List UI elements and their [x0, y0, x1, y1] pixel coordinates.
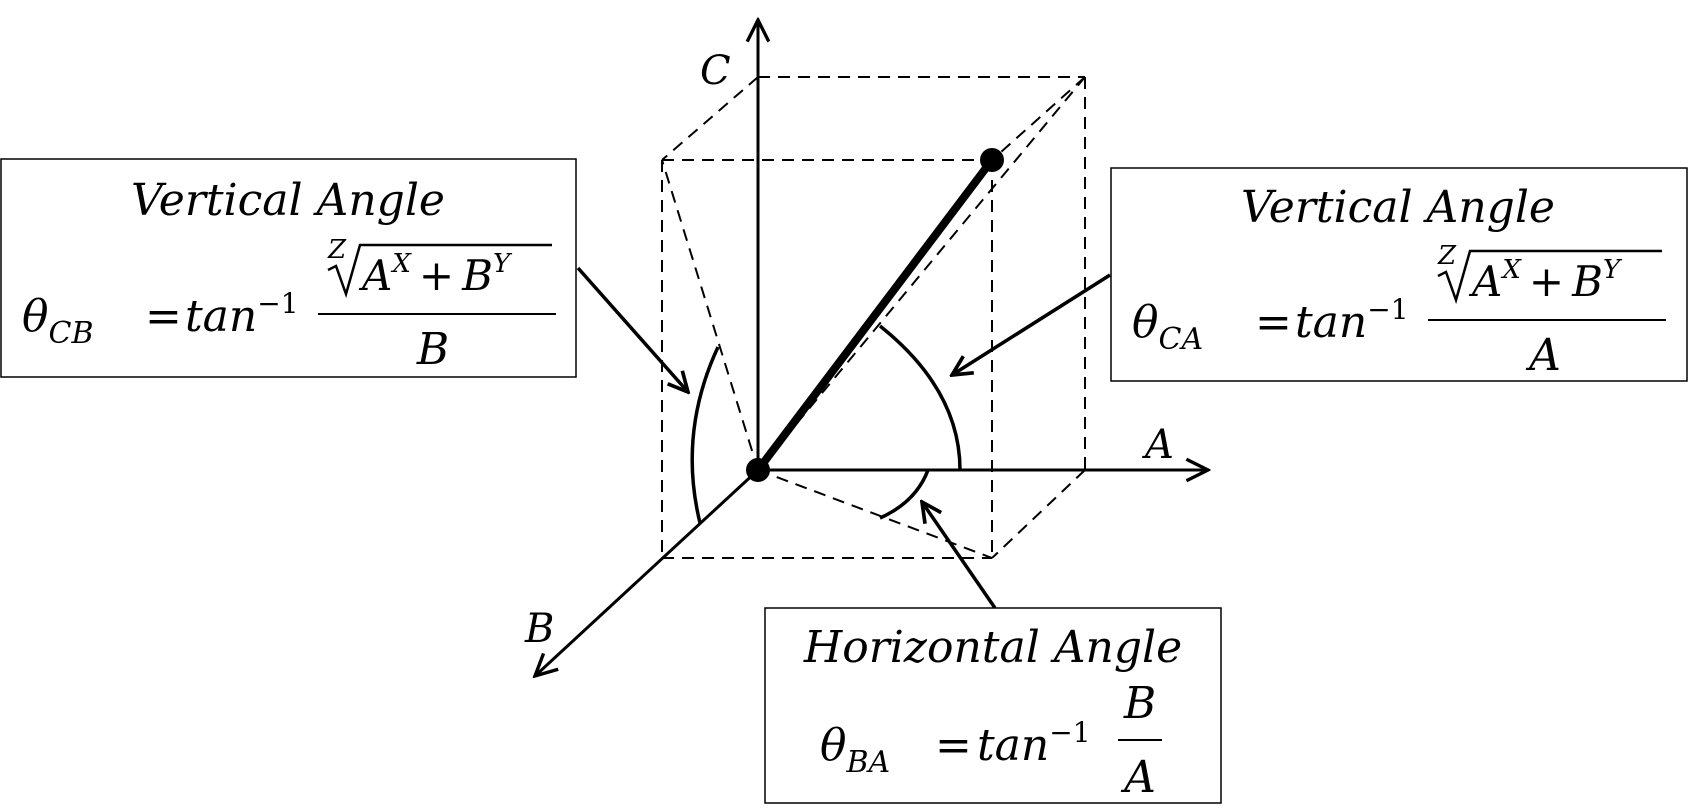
equation-ca-root-index: Z: [1437, 241, 1457, 271]
arc-theta-cb: [690, 346, 720, 524]
equation-box-vertical-ca: Vertical Angle θCA = tan−1 Z AX+BY A: [1110, 167, 1688, 382]
equation-cb-function: tan−1: [185, 287, 299, 342]
equation-ba-equals: =: [935, 720, 972, 771]
pointer-ba: [922, 502, 997, 609]
equation-cb-denominator: B: [416, 324, 449, 375]
equation-cb-numerator: AX+BY: [358, 249, 513, 300]
dashed-box: [661, 76, 1086, 559]
origin-point: [746, 458, 770, 482]
equation-cb-lhs: θCB: [22, 291, 94, 351]
equation-ba-function: tan−1: [977, 716, 1091, 771]
equation-box-ba-frame: [764, 607, 1222, 804]
projection-diagonal: [757, 76, 1086, 471]
box-edge-top-left: [661, 76, 759, 161]
equation-box-cb-frame: [0, 158, 577, 378]
equation-ca-radical: [1437, 249, 1662, 305]
vector-endpoint: [980, 148, 1004, 172]
equation-cb-equals: =: [145, 291, 182, 342]
box-edge-bottom-right: [991, 469, 1086, 559]
equation-ca-equals: =: [1255, 297, 1292, 348]
equation-ba-title: Horizontal Angle: [803, 622, 1182, 673]
equation-box-horizontal-ba: Horizontal Angle θBA = tan−1 B A: [764, 607, 1222, 804]
arc-theta-ca: [878, 324, 962, 471]
axis-a-label: A: [1141, 422, 1174, 468]
equation-ca-denominator: A: [1525, 330, 1561, 381]
equation-ca-numerator: AX+BY: [1468, 255, 1623, 306]
axis-b: [535, 468, 760, 676]
box-edge-top-right: [991, 76, 1086, 161]
pointer-ca: [952, 273, 1111, 375]
equation-ba-denominator: A: [1120, 752, 1156, 803]
equation-ca-function: tan−1: [1295, 293, 1409, 348]
equation-box-ca-frame: [1110, 167, 1688, 382]
equation-ba-lhs: θBA: [820, 720, 890, 780]
projection-cb: [661, 159, 759, 471]
pointer-cb: [576, 266, 688, 392]
equation-cb-root-index: Z: [327, 235, 347, 265]
axis-b-label: B: [524, 606, 554, 652]
equation-ba-numerator: B: [1123, 678, 1156, 729]
projection-ba: [757, 469, 993, 559]
equation-box-vertical-cb: Vertical Angle θCB = tan−1 Z AX+BY B: [0, 158, 577, 378]
equation-ca-lhs: θCA: [1132, 297, 1203, 357]
equation-cb-radical: [327, 243, 552, 299]
axis-c-label: C: [700, 48, 731, 94]
vector-line: [754, 157, 996, 473]
equation-cb-title: Vertical Angle: [131, 175, 445, 226]
equation-ca-title: Vertical Angle: [1241, 182, 1555, 233]
arc-theta-ba: [879, 469, 930, 520]
